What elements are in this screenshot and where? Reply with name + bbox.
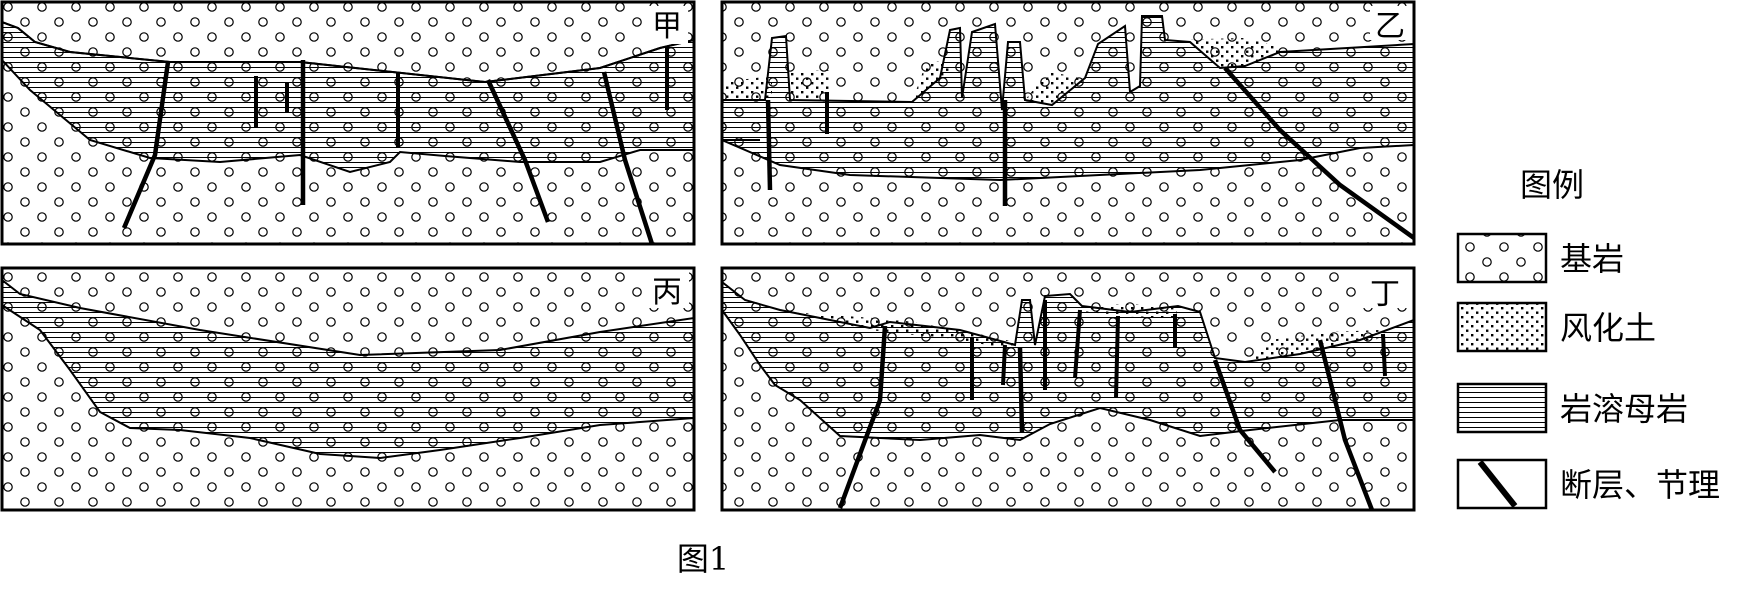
legend-label-weathered-soil: 风化土 [1560, 309, 1656, 347]
panel-label-yi: 乙 [1375, 9, 1405, 44]
panel-label-ding: 丁 [1370, 277, 1400, 312]
joint-lines [970, 300, 1387, 400]
fault-lines [121, 60, 655, 244]
panel-bing: 丙 [0, 266, 696, 512]
fault-lines [765, 66, 1414, 240]
legend-label-fault-joint: 断层、节理 [1560, 466, 1720, 504]
joint-lines [254, 48, 669, 148]
fault-line-symbol [1477, 460, 1518, 508]
panel-ding: 丁 [720, 266, 1416, 512]
figure-caption: 图1 [677, 540, 729, 578]
karst-rock-layer [722, 280, 1414, 442]
legend-item-bedrock: 基岩 [1456, 232, 1624, 284]
legend-item-karst-parent-rock: 岩溶母岩 [1456, 382, 1688, 434]
weathered-soil-patches [790, 304, 1385, 362]
legend: 图例 基岩 风化土 岩溶母岩 断层、节理 [1456, 166, 1720, 510]
legend-label-bedrock: 基岩 [1560, 240, 1624, 278]
panel-label-bing: 丙 [652, 275, 682, 310]
weathered-soil-patches [722, 38, 1290, 105]
legend-item-fault-joint: 断层、节理 [1456, 458, 1720, 510]
legend-label-karst-parent-rock: 岩溶母岩 [1560, 390, 1688, 428]
fault-lines [837, 325, 1375, 510]
legend-item-weathered-soil: 风化土 [1456, 301, 1656, 353]
panel-yi: 乙 [720, 0, 1416, 246]
karst-rock-layer [2, 278, 694, 460]
panel-label-jia: 甲 [652, 9, 682, 44]
panel-jia: 甲 [0, 0, 696, 246]
legend-title: 图例 [1520, 166, 1584, 204]
